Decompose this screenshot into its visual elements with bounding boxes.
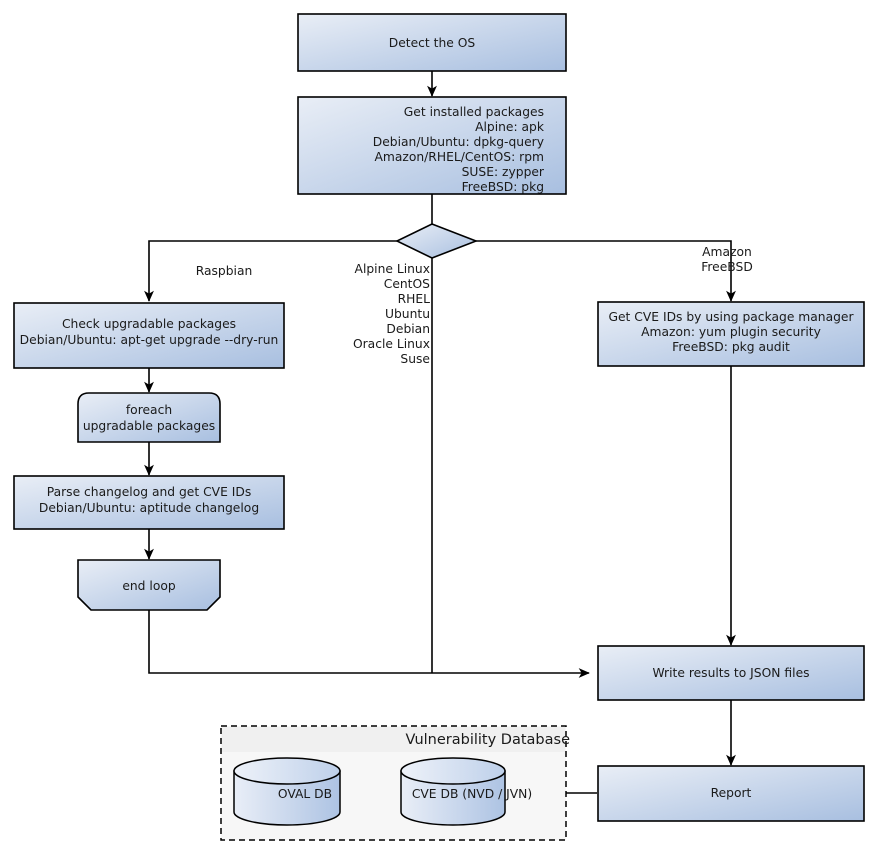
node-cve-db-body[interactable] [400,770,506,826]
node-get-installed-packages-line-2: Alpine: apk [475,120,545,134]
edge-label-os-ubuntu: Ubuntu [385,307,430,321]
node-oval-db-body[interactable] [233,770,341,826]
node-get-installed-packages-line-3: Debian/Ubuntu: dpkg-query [373,135,544,149]
node-detect-os[interactable]: Detect the OS [297,13,567,72]
edge-label-freebsd: FreeBSD [701,260,753,274]
node-cve-db-label: CVE DB (NVD / JVN) [412,787,532,801]
node-oval-db-top[interactable] [233,757,341,785]
node-get-cve-ids-shape[interactable] [597,301,865,367]
node-check-upgradable-packages[interactable]: Check upgradable packages Debian/Ubuntu:… [13,302,285,369]
edge-label-raspbian: Raspbian [196,264,253,278]
node-parse-changelog-line-2: Debian/Ubuntu: aptitude changelog [39,501,259,515]
edge-decision-to-check-upgradable [144,240,397,302]
node-report-label: Report [711,786,752,800]
edge-label-os-rhel: RHEL [398,292,431,306]
node-get-cve-ids-line-1: Get CVE IDs by using package manager [608,310,854,324]
edge-label-os-suse: Suse [400,352,430,366]
node-get-cve-ids-line-3: FreeBSD: pkg audit [672,340,790,354]
edge-label-amazon: Amazon [702,245,752,259]
edge-endloop-to-write-results [148,610,590,678]
node-os-decision-shape[interactable] [395,223,479,259]
edge-label-group: Raspbian Alpine Linux CentOS RHEL Ubuntu… [196,245,753,366]
node-end-loop-shape[interactable] [77,559,221,611]
node-get-installed-packages-line-5: SUSE: zypper [462,165,545,179]
edge-decision-to-get-cve-ids [476,240,736,302]
node-oval-db[interactable]: OVAL DB [233,757,341,826]
node-detect-os-label: Detect the OS [389,36,476,50]
node-write-results-json-label: Write results to JSON files [652,666,809,680]
node-get-cve-ids-line-2: Amazon: yum plugin security [641,325,821,339]
node-get-installed-packages-line-6: FreeBSD: pkg [462,180,544,194]
node-write-results-json-shape[interactable] [597,645,865,701]
edge-label-os-debian: Debian [386,322,430,336]
node-foreach-upgradable-packages-shape[interactable] [77,392,221,443]
node-foreach-label-line-2: upgradable packages [83,419,215,433]
node-end-loop[interactable]: end loop [77,559,221,611]
edge-label-os-alpine: Alpine Linux [355,262,430,276]
node-foreach-upgradable-packages[interactable]: foreach upgradable packages [77,392,221,443]
node-foreach-label-line-1: foreach [126,403,172,417]
edge-group [144,71,736,794]
group-vulnerability-database-title: Vulnerability Database [406,732,571,748]
node-report[interactable]: Report [597,765,865,822]
node-check-upgradable-packages-line-1: Check upgradable packages [62,317,236,331]
node-cve-db[interactable]: CVE DB (NVD / JVN) [400,757,532,826]
group-vulnerability-database-titlebar [222,727,565,752]
node-get-installed-packages-shape[interactable] [297,96,567,195]
node-cve-db-top[interactable] [400,757,506,785]
node-check-upgradable-packages-line-2: Debian/Ubuntu: apt-get upgrade --dry-run [20,333,279,347]
edge-label-os-centos: CentOS [384,277,430,291]
node-write-results-json[interactable]: Write results to JSON files [597,645,865,701]
node-parse-changelog-shape[interactable] [13,475,285,530]
node-detect-os-shape[interactable] [297,13,567,72]
node-report-shape[interactable] [597,765,865,822]
node-parse-changelog[interactable]: Parse changelog and get CVE IDs Debian/U… [13,475,285,530]
node-get-installed-packages-line-4: Amazon/RHEL/CentOS: rpm [374,150,544,164]
node-oval-db-label: OVAL DB [278,787,332,801]
node-get-cve-ids-package-manager[interactable]: Get CVE IDs by using package manager Ama… [597,301,865,367]
node-check-upgradable-packages-shape[interactable] [13,302,285,369]
node-os-decision[interactable] [395,223,479,259]
edge-label-os-oracle-linux: Oracle Linux [353,337,430,351]
node-parse-changelog-line-1: Parse changelog and get CVE IDs [47,485,252,499]
node-end-loop-label: end loop [122,579,176,593]
node-get-installed-packages-line-1: Get installed packages [404,105,544,119]
node-get-installed-packages[interactable]: Get installed packages Alpine: apk Debia… [297,96,567,195]
group-vulnerability-database: Vulnerability Database OVAL DB CVE DB (N… [220,725,571,841]
